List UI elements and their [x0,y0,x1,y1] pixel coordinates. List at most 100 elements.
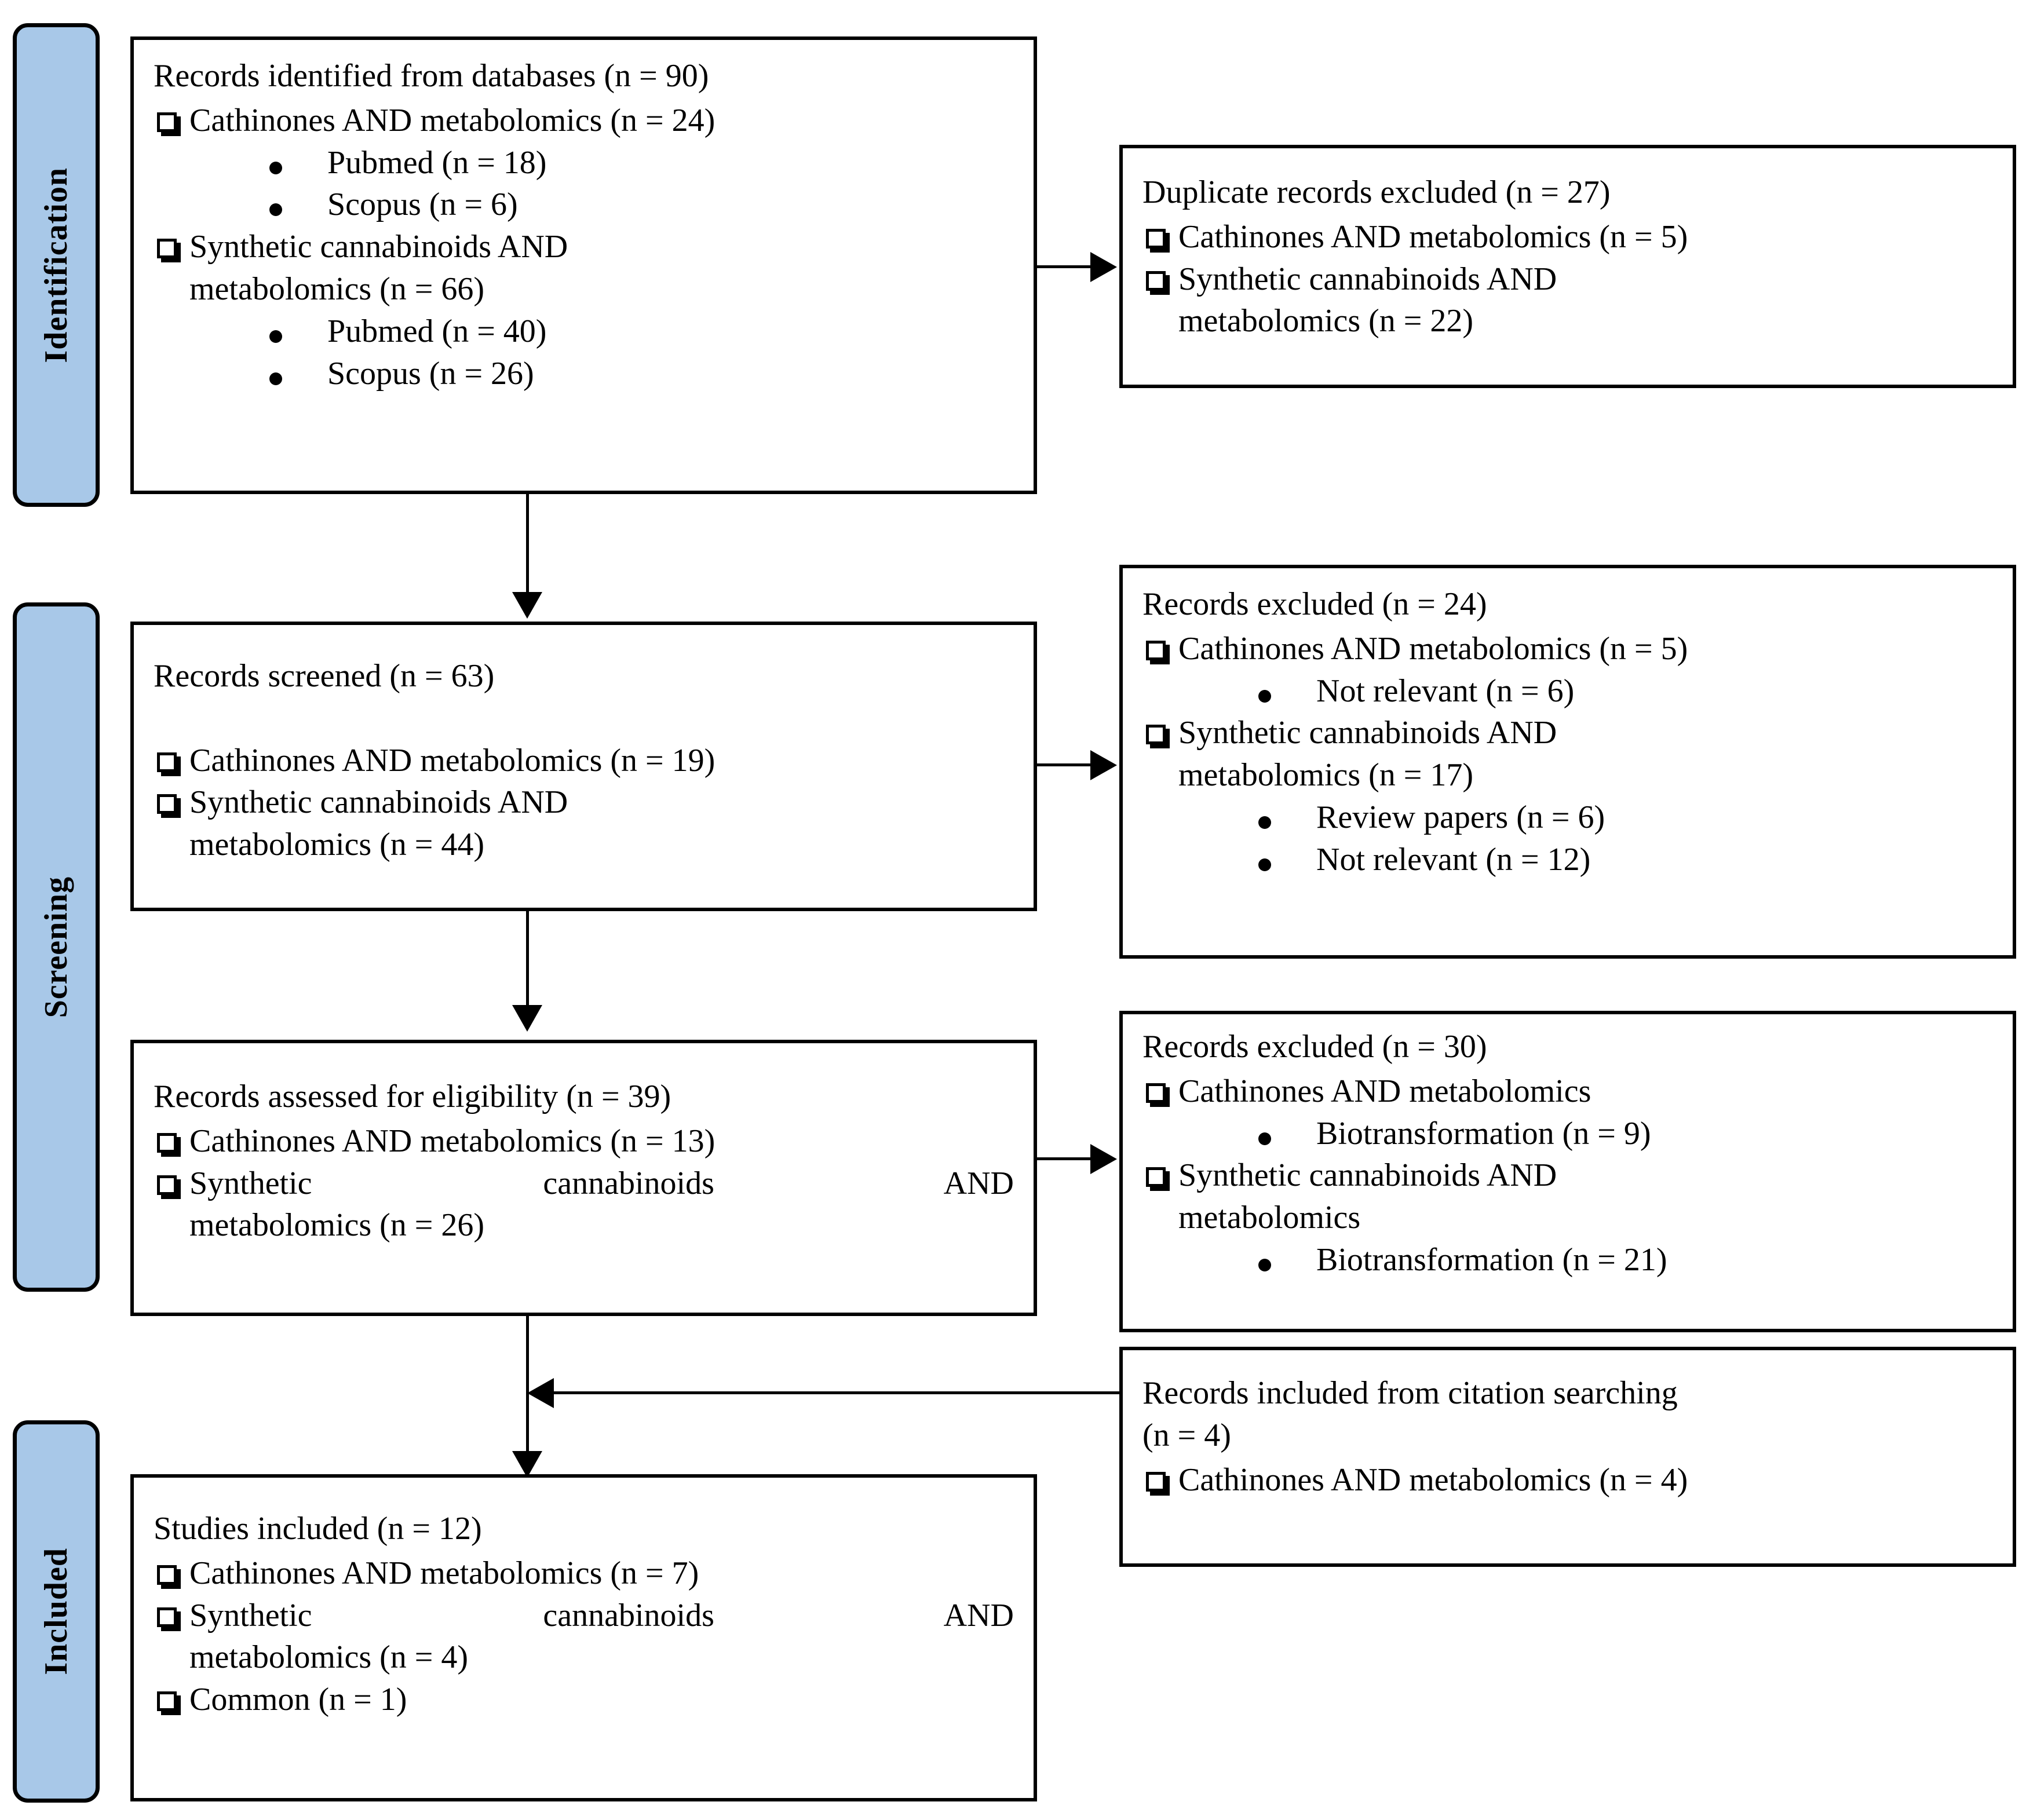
list-item: Cathinones AND metabolomics (n = 19) [154,740,1014,782]
box-records-identified: Records identified from databases (n = 9… [130,36,1037,494]
list-item-label-continued: metabolomics (n = 66) [189,271,485,307]
bullet-dot-icon [269,330,282,343]
arrowhead-eligibility-to-included [512,1451,542,1478]
stage-label-included: Included [38,1548,74,1675]
bullet-dot-icon [269,161,282,174]
stage-tab-included: Included [13,1420,100,1803]
connector-citation-to-spine [553,1391,1121,1394]
arrowhead-identification-to-screening [512,592,542,619]
list-item: Common (n = 1) [154,1679,1014,1721]
list-item: Cathinones AND metabolomics (n = 5) [1142,628,1993,670]
list-item: Not relevant (n = 12) [1142,839,1993,881]
list-item: Synthetic cannabinoids AND metabolomics … [1142,258,1993,343]
list-item-label: Cathinones AND metabolomics (n = 13) [189,1123,715,1159]
list-item-label: Cathinones AND metabolomics [1178,1073,1591,1109]
list-item-label: Synthetic cannabinoids AND [189,784,568,821]
checkbox-icon [1146,725,1166,745]
bullet-dot-icon [1258,1132,1271,1145]
checkbox-icon [1146,1167,1166,1187]
connector-screening-to-eligibility [526,911,529,1013]
list-item-label: Scopus (n = 26) [327,355,534,392]
stage-tab-identification: Identification [13,23,100,507]
list-item-label: Synthetic cannabinoids AND [189,229,568,265]
checkbox-icon [1146,271,1166,291]
list-item: Pubmed (n = 18) [154,142,1014,184]
list-item-label: Cathinones AND metabolomics (n = 7) [189,1555,699,1591]
arrowhead-citation-to-spine [527,1378,554,1408]
checkbox-icon [1146,1471,1166,1492]
checkbox-icon [157,1691,177,1712]
list-item: Cathinones AND metabolomics (n = 4) [1142,1459,1993,1501]
list-item-label: Common (n = 1) [189,1682,407,1718]
connector-screened-to-excluded [1037,763,1095,766]
box-title-continued: (n = 4) [1142,1417,1231,1453]
arrowhead-identification-to-duplicates [1090,252,1117,282]
list-item: Synthetic cannabinoids AND metabolomics … [154,226,1014,310]
bullet-dot-icon [269,203,282,217]
connector-assessed-to-excluded [1037,1157,1095,1160]
list-item-label: Cathinones AND metabolomics (n = 24) [189,102,715,138]
list-item: Cathinones AND metabolomics (n = 13) [154,1120,1014,1163]
list-item: Synthetic cannabinoids AND metabolomics … [154,1595,1014,1679]
checkbox-icon [1146,640,1166,660]
checkbox-icon [157,239,177,259]
bullet-dot-icon [1258,858,1271,871]
list-item-label: Cathinones AND metabolomics (n = 4) [1178,1461,1688,1498]
list-item: Synthetic cannabinoids AND metabolomics [1142,1154,1993,1239]
list-item: Synthetic cannabinoids AND metabolomics … [154,781,1014,866]
box-title: Records assessed for eligibility (n = 39… [154,1079,671,1114]
list-item-label: Synthetic cannabinoids AND [1178,715,1557,751]
list-item-label: Pubmed (n = 18) [327,144,547,181]
checkbox-icon [157,794,177,814]
box-title: Records screened (n = 63) [154,658,495,694]
list-item-label: Not relevant (n = 6) [1316,673,1575,709]
checkbox-icon [157,1607,177,1627]
list-item: Cathinones AND metabolomics (n = 5) [1142,216,1993,258]
list-item-label-continued: metabolomics (n = 22) [1178,303,1474,339]
list-item-label-continued: metabolomics (n = 17) [1178,757,1474,794]
list-item: Not relevant (n = 6) [1142,670,1993,712]
list-item: Cathinones AND metabolomics (n = 24) [154,100,1014,142]
box-title: Records identified from databases (n = 9… [154,58,709,94]
list-item-label: Cathinones AND metabolomics (n = 5) [1178,218,1688,255]
list-item: Cathinones AND metabolomics [1142,1070,1993,1113]
box-duplicate-records-excluded: Duplicate records excluded (n = 27) Cath… [1119,145,2016,388]
list-item-label: Pubmed (n = 40) [327,313,547,349]
list-item: Biotransformation (n = 9) [1142,1113,1993,1155]
list-item-label: Synthetic cannabinoids AND [1178,261,1557,297]
box-records-screened: Records screened (n = 63) Cathinones AND… [130,622,1037,911]
list-item-label-continued: metabolomics (n = 4) [189,1639,469,1676]
box-records-excluded-screening: Records excluded (n = 24) Cathinones AND… [1119,565,2016,959]
list-item-label-continued: metabolomics [1178,1200,1361,1236]
bullet-dot-icon [1258,816,1271,829]
checkbox-icon [157,112,177,132]
checkbox-icon [157,1175,177,1195]
stage-label-screening: Screening [38,876,74,1018]
bullet-dot-icon [1258,689,1271,703]
list-item-label-continued: metabolomics (n = 44) [189,827,485,863]
box-records-excluded-eligibility: Records excluded (n = 30) Cathinones AND… [1119,1011,2016,1332]
checkbox-icon [157,1132,177,1153]
list-item-label: Not relevant (n = 12) [1316,841,1591,878]
list-item: Cathinones AND metabolomics (n = 7) [154,1552,1014,1595]
stage-tab-screening: Screening [13,602,100,1292]
arrowhead-screened-to-excluded [1090,750,1117,780]
checkbox-icon [157,752,177,772]
box-title: Duplicate records excluded (n = 27) [1142,174,1611,210]
checkbox-icon [1146,1083,1166,1103]
box-title: Records excluded (n = 24) [1142,586,1487,622]
list-item: Synthetic cannabinoids AND metabolomics … [154,1163,1014,1247]
arrowhead-screening-to-eligibility [512,1005,542,1032]
list-item-label: Biotransformation (n = 21) [1316,1241,1667,1278]
bullet-dot-icon [269,372,282,385]
list-item-label: Biotransformation (n = 9) [1316,1115,1651,1152]
arrowhead-assessed-to-excluded [1090,1144,1117,1174]
checkbox-icon [157,1565,177,1585]
list-item: Scopus (n = 26) [154,353,1014,395]
list-item-label: Synthetic cannabinoids AND [189,1597,1014,1633]
bullet-dot-icon [1258,1258,1271,1271]
checkbox-icon [1146,228,1166,248]
list-item-label: Cathinones AND metabolomics (n = 5) [1178,630,1688,667]
connector-identification-to-duplicates [1037,265,1095,268]
